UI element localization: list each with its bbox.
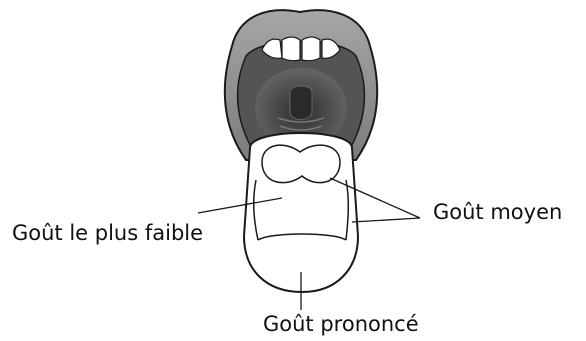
label-medium-taste: Goût moyen [433,202,562,223]
label-weakest-taste: Goût le plus faible [12,223,203,244]
leader-line-medium-lower [352,218,420,222]
tongue-back-zone [262,145,340,183]
label-strong-taste: Goût prononcé [263,314,419,335]
uvula [290,86,312,120]
